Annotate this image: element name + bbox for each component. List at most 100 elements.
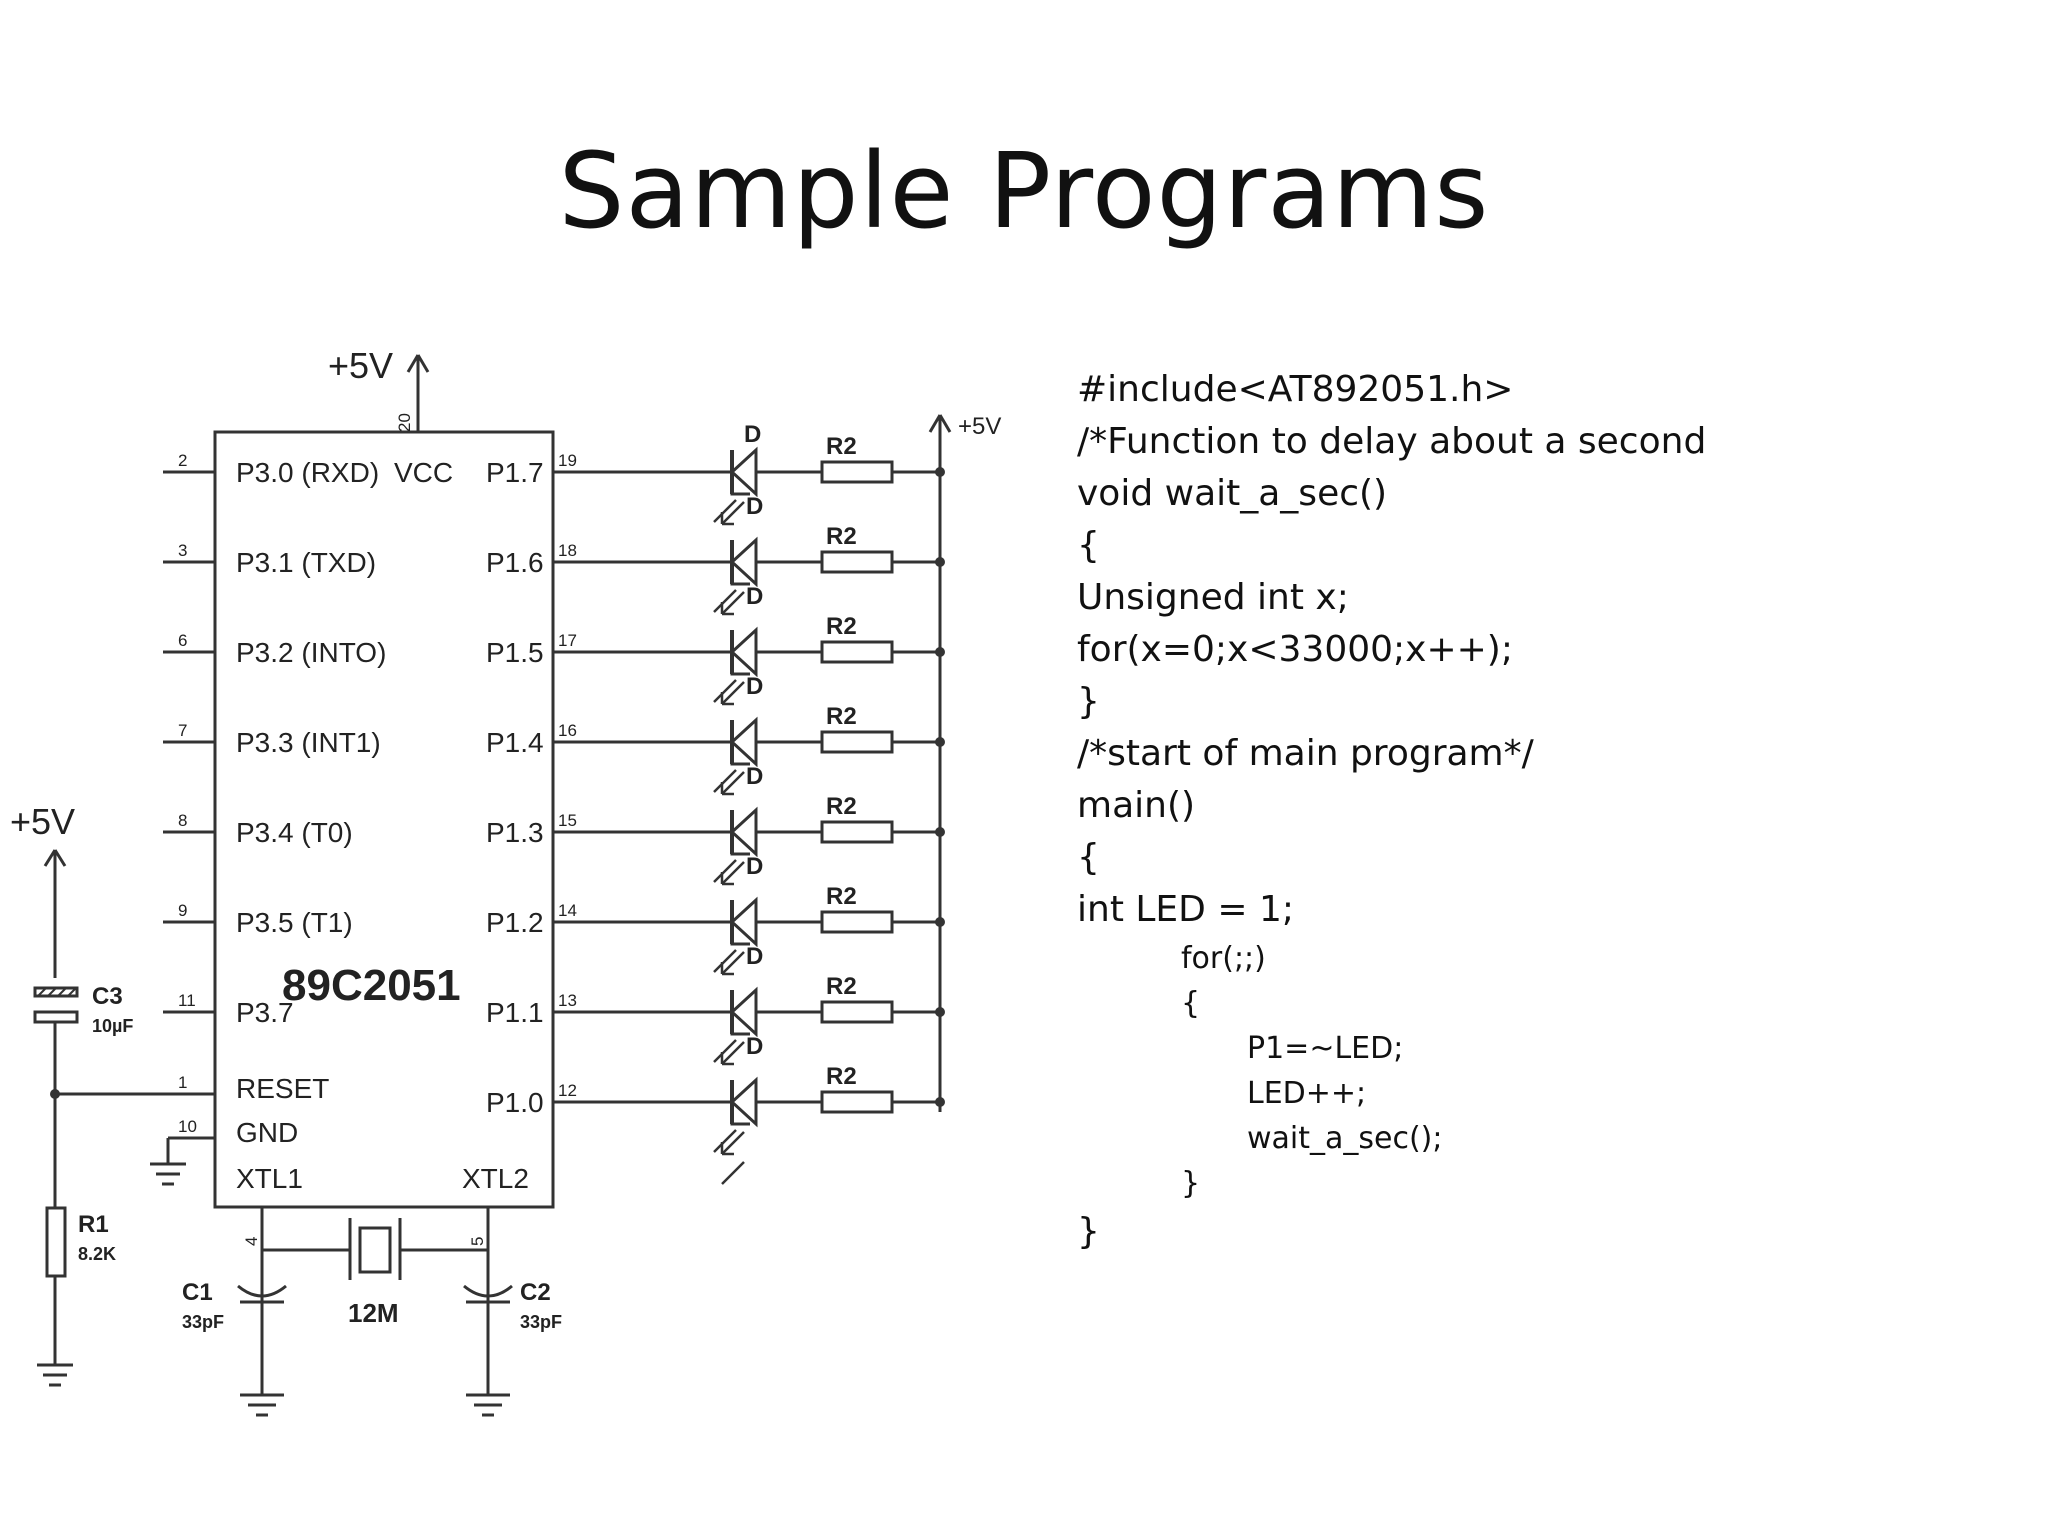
vcc-top-label: +5V: [328, 345, 393, 386]
led-symbol: [729, 1076, 758, 1128]
code-line: main(): [1077, 785, 1196, 826]
code-line: for(x=0;x<33000;x++);: [1077, 629, 1513, 670]
chip-body: [213, 430, 555, 1209]
c3-value: 10µF: [92, 1016, 133, 1036]
vcc-left-label: +5V: [10, 801, 75, 842]
left-pin-number: 6: [178, 631, 187, 650]
resistor-label: R2: [826, 973, 857, 1000]
resistor-label: R2: [826, 433, 857, 460]
right-pin-label: P1.7: [486, 457, 544, 488]
resistor-symbol: [820, 460, 894, 484]
led-symbol: [729, 626, 758, 678]
code-line: int LED = 1;: [1077, 889, 1294, 930]
resistor-label: R2: [826, 793, 857, 820]
c2-name: C2: [520, 1279, 551, 1306]
right-pin-label: P1.2: [486, 907, 544, 938]
left-pin-label: P3.3 (INT1): [236, 727, 381, 758]
led-label: D: [744, 421, 761, 448]
code-line: void wait_a_sec(): [1077, 473, 1388, 514]
code-line: P1=~LED;: [1247, 1031, 1404, 1066]
c1-name: C1: [182, 1279, 213, 1306]
code-line: }: [1077, 681, 1100, 722]
left-pin-label: P3.1 (TXD): [236, 547, 376, 578]
resistor-label: R2: [826, 523, 857, 550]
led-label: D: [746, 673, 763, 700]
resistor-symbol: [820, 1090, 894, 1114]
code-line: {: [1181, 986, 1201, 1021]
left-pin-number: 3: [178, 541, 187, 560]
chip-name: 89C2051: [282, 961, 461, 1010]
led-symbol: [729, 806, 758, 858]
r1-name: R1: [78, 1211, 109, 1238]
left-pin-label: P3.7: [236, 997, 294, 1028]
led-label: D: [746, 1033, 763, 1060]
left-pin-number: 1: [178, 1073, 187, 1092]
right-pin-label: P1.5: [486, 637, 544, 668]
resistor-symbol: [820, 1000, 894, 1024]
resistor-symbol: [820, 640, 894, 664]
left-pin-label: GND: [236, 1117, 298, 1148]
c2-value: 33pF: [520, 1312, 562, 1332]
crystal-label: 12M: [348, 1298, 399, 1328]
xtl2-label: XTL2: [462, 1163, 529, 1194]
left-pin: 1 RESET: [178, 1073, 329, 1104]
led-channel: 17 P1.5 R2D: [486, 583, 945, 706]
led-label: D: [746, 493, 763, 520]
resistor-symbol: [820, 550, 894, 574]
led-symbol: [729, 716, 758, 768]
right-pin-number: 12: [558, 1081, 577, 1100]
left-pin-number: 10: [178, 1117, 197, 1136]
left-pin-label: P3.0 (RXD): [236, 457, 379, 488]
left-pin: 3 P3.1 (TXD): [163, 541, 376, 578]
resistor-label: R2: [826, 703, 857, 730]
code-line: {: [1077, 525, 1100, 566]
led-symbol: [729, 986, 758, 1038]
right-pin-label: P1.3: [486, 817, 544, 848]
right-pin-number: 17: [558, 631, 577, 650]
code-line: }: [1181, 1166, 1201, 1201]
right-pin-label: P1.0: [486, 1087, 544, 1118]
left-pin-number: 8: [178, 811, 187, 830]
led-label: D: [746, 943, 763, 970]
pin4-label: 4: [242, 1237, 261, 1246]
left-pin-label: RESET: [236, 1073, 329, 1104]
led-symbol: [729, 446, 758, 498]
led-label: D: [746, 763, 763, 790]
code-line: /*start of main program*/: [1077, 733, 1534, 774]
resistor-symbol: [820, 910, 894, 934]
c3-name: C3: [92, 983, 123, 1010]
xtl1-label: XTL1: [236, 1163, 303, 1194]
left-pin-number: 9: [178, 901, 187, 920]
slide-title: Sample Programs: [558, 130, 1490, 252]
c1-value: 33pF: [182, 1312, 224, 1332]
right-pin-label: P1.6: [486, 547, 544, 578]
resistor-label: R2: [826, 613, 857, 640]
right-pin-number: 18: [558, 541, 577, 560]
led-channel: 18 P1.6 R2 D: [486, 493, 945, 616]
left-pin-number: 2: [178, 451, 187, 470]
pin20-label: 20: [395, 413, 414, 432]
code-line: /*Function to delay about a second: [1077, 421, 1707, 462]
code-listing: #include<AT892051.h>/*Function to delay …: [1077, 364, 1706, 1258]
pin5-label: 5: [468, 1237, 487, 1246]
left-pin-number: 11: [178, 991, 196, 1010]
led-label: D: [746, 853, 763, 880]
right-pin-label: P1.4: [486, 727, 544, 758]
right-pin-number: 16: [558, 721, 577, 740]
left-pin: 10 GND: [178, 1117, 298, 1148]
code-line: }: [1077, 1211, 1100, 1252]
right-pin-label: P1.1: [486, 997, 544, 1028]
r1-value: 8.2K: [78, 1244, 116, 1264]
resistor-symbol: [820, 730, 894, 754]
code-line: wait_a_sec();: [1247, 1121, 1443, 1156]
left-pin: 11 P3.7: [163, 991, 294, 1028]
right-pin-number: 14: [558, 901, 577, 920]
